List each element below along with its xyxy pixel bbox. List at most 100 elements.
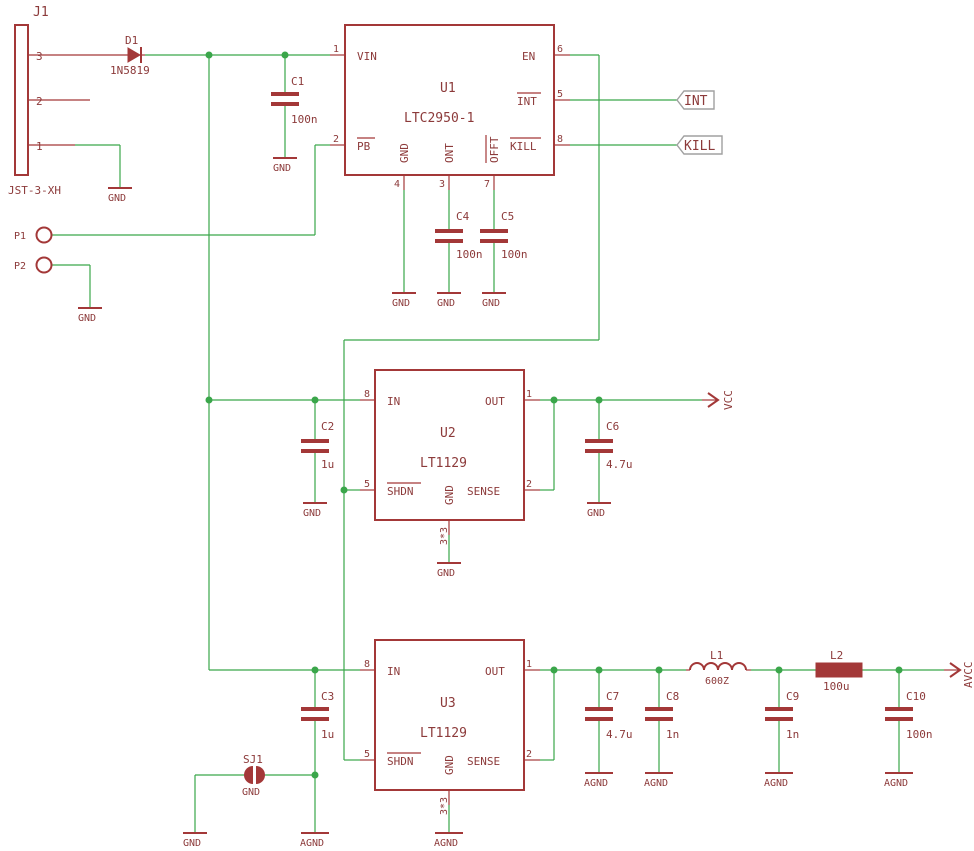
gnd-label: GND <box>108 193 126 204</box>
avcc-label: AVCC <box>962 662 974 689</box>
u1-pin-num-1: 1 <box>333 44 339 55</box>
inductor-l1[interactable]: L1 600Z <box>686 649 751 687</box>
u1-pin-ont: ONT <box>443 143 456 163</box>
regulator-u2[interactable]: U2 LT1129 IN SHDN OUT SENSE GND 8 5 1 2 … <box>360 369 540 545</box>
l2-value: 100u <box>823 680 850 693</box>
u3-pin-sense: SENSE <box>467 755 500 768</box>
c5-ref: C5 <box>501 210 514 223</box>
junction-dot <box>205 51 213 59</box>
capacitor-c8[interactable]: C8 1n <box>645 690 679 741</box>
junction-dot <box>550 396 558 404</box>
u3-pin-num-gnd: 3*3 <box>439 797 450 815</box>
capacitor-c5[interactable]: C5 100n <box>480 210 528 261</box>
u1-pin-num-6: 6 <box>557 44 563 55</box>
u1-pin-int: INT <box>517 95 537 108</box>
gnd-symbol: GND <box>482 292 506 309</box>
u2-pin-out: OUT <box>485 395 505 408</box>
supply-avcc[interactable]: AVCC <box>944 662 974 689</box>
capacitor-c3[interactable]: C3 1u <box>301 690 334 741</box>
capacitor-c7[interactable]: C7 4.7u <box>585 690 633 741</box>
agnd-symbol: AGND <box>434 832 463 849</box>
u2-ref: U2 <box>440 426 456 441</box>
gnd-label: GND <box>273 163 291 174</box>
diode-d1[interactable]: D1 1N5819 <box>100 34 150 77</box>
u3-pin-num-5: 5 <box>364 749 370 760</box>
u3-pin-in: IN <box>387 665 400 678</box>
u1-pin-num-5: 5 <box>557 89 563 100</box>
gnd-label: GND <box>183 838 201 849</box>
int-flag-text: INT <box>684 94 708 109</box>
pad-p1[interactable]: P1 <box>14 226 53 244</box>
ic-u1[interactable]: U1 LTC2950-1 VIN PB EN INT KILL GND ONT … <box>330 24 570 190</box>
pad-p2[interactable]: P2 <box>14 256 53 274</box>
wires <box>52 54 944 833</box>
net-label-kill[interactable]: KILL <box>676 135 723 155</box>
c8-value: 1n <box>666 728 679 741</box>
u2-pin-shdn: SHDN <box>387 485 414 498</box>
p1-label: P1 <box>14 231 26 242</box>
agnd-symbol: AGND <box>884 772 913 789</box>
supply-vcc[interactable]: VCC <box>702 390 735 410</box>
u1-pin-vin: VIN <box>357 50 377 63</box>
u1-pin-num-8: 8 <box>557 134 563 145</box>
capacitor-c6[interactable]: C6 4.7u <box>585 420 633 471</box>
agnd-label: AGND <box>300 838 324 849</box>
c9-value: 1n <box>786 728 799 741</box>
agnd-symbol: AGND <box>764 772 793 789</box>
u2-pin-gnd: GND <box>443 485 456 505</box>
c8-ref: C8 <box>666 690 679 703</box>
c3-value: 1u <box>321 728 334 741</box>
j1-ref: J1 <box>33 5 49 20</box>
capacitor-c10[interactable]: C10 100n <box>885 690 933 741</box>
agnd-symbol: AGND <box>584 772 613 789</box>
gnd-label: GND <box>482 298 500 309</box>
c1-value: 100n <box>291 113 318 126</box>
agnd-symbol: AGND <box>644 772 673 789</box>
c5-value: 100n <box>501 248 528 261</box>
junction-dot <box>895 666 903 674</box>
u1-pin-kill: KILL <box>510 140 537 153</box>
capacitor-c9[interactable]: C9 1n <box>765 690 799 741</box>
u3-value: LT1129 <box>420 726 467 741</box>
u2-pin-sense: SENSE <box>467 485 500 498</box>
c6-ref: C6 <box>606 420 619 433</box>
capacitor-c2[interactable]: C2 1u <box>301 420 334 471</box>
j1-name: JST-3-XH <box>8 184 61 197</box>
junction-dot <box>550 666 558 674</box>
sj1-ref: SJ1 <box>243 753 263 766</box>
junction-dot <box>595 666 603 674</box>
u3-pin-out: OUT <box>485 665 505 678</box>
u1-pin-en: EN <box>522 50 535 63</box>
u2-pin-num-5: 5 <box>364 479 370 490</box>
capacitor-c4[interactable]: C4 100n <box>435 210 483 261</box>
jumper-sj1[interactable]: SJ1 GND <box>242 753 265 798</box>
u1-pin-num-7: 7 <box>484 179 490 190</box>
u1-value: LTC2950-1 <box>404 111 474 126</box>
regulator-u3[interactable]: U3 LT1129 IN SHDN OUT SENSE GND 8 5 1 2 … <box>360 639 540 815</box>
u3-ref: U3 <box>440 696 456 711</box>
junction-dot <box>311 666 319 674</box>
kill-flag-text: KILL <box>684 139 715 154</box>
u1-ref: U1 <box>440 81 456 96</box>
u2-pin-in: IN <box>387 395 400 408</box>
c3-ref: C3 <box>321 690 334 703</box>
c1-ref: C1 <box>291 75 304 88</box>
gnd-symbol: GND <box>437 562 461 579</box>
ground-symbols: GND GND GND GND GND GND GND GND <box>78 157 913 849</box>
net-label-int[interactable]: INT <box>676 90 715 110</box>
junctions <box>205 51 903 779</box>
gnd-symbol: GND <box>273 157 297 174</box>
u3-pin-num-8: 8 <box>364 659 370 670</box>
junction-dot <box>311 771 319 779</box>
d1-value: 1N5819 <box>110 64 150 77</box>
agnd-label: AGND <box>884 778 908 789</box>
connector-j1[interactable]: J1 3 2 1 JST-3-XH <box>8 5 100 197</box>
c4-value: 100n <box>456 248 483 261</box>
u1-pin-num-3: 3 <box>439 179 445 190</box>
gnd-symbol: GND <box>587 502 611 519</box>
junction-dot <box>311 396 319 404</box>
junction-dot <box>281 51 289 59</box>
capacitor-c1[interactable]: C1 100n <box>271 75 318 126</box>
inductor-l2[interactable]: L2 100u <box>815 649 863 693</box>
c10-value: 100n <box>906 728 933 741</box>
